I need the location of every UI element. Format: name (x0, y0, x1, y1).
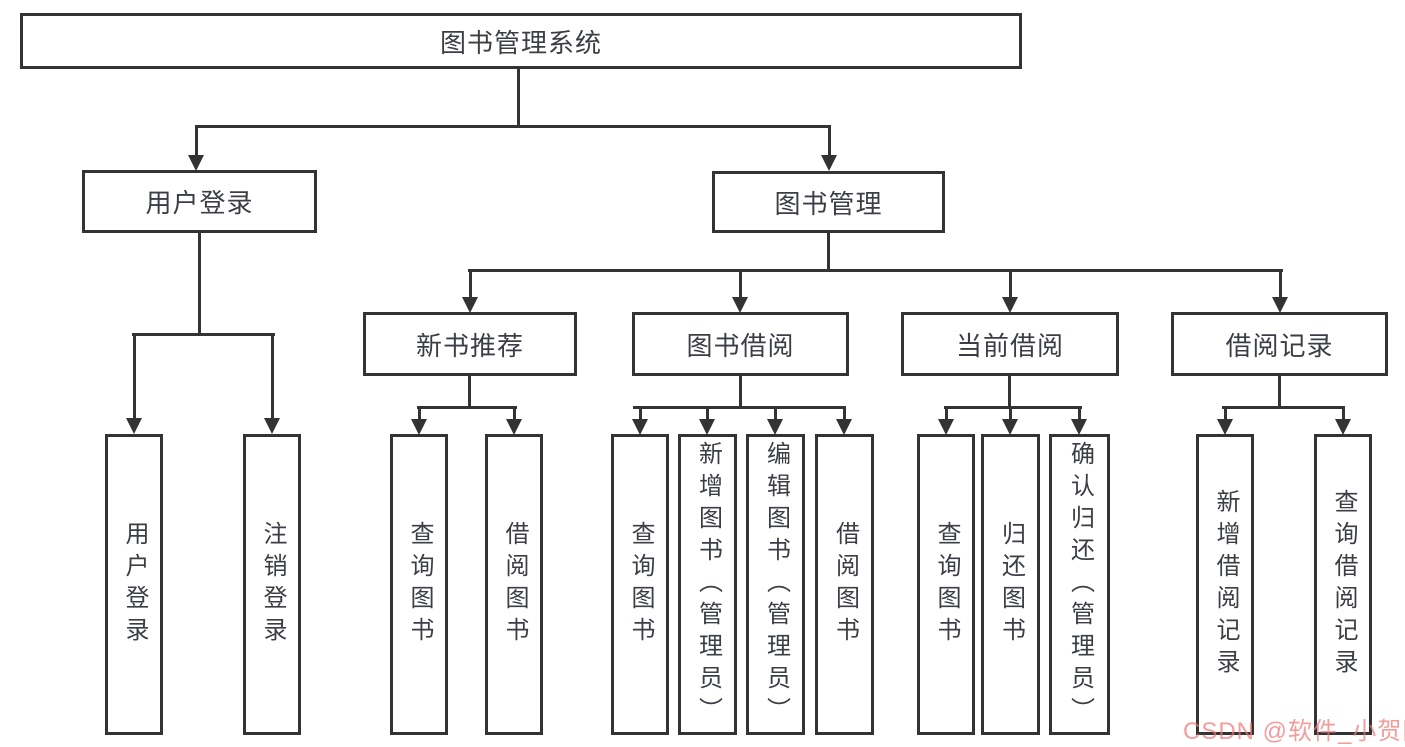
connector-arrow-cb-return (1002, 407, 1019, 435)
connector-new-book-stem (468, 376, 471, 409)
node-borrow-records: 借阅记录 (1171, 312, 1388, 376)
connector-records-stem (1278, 376, 1281, 409)
connector-arrow-to-book-mgmt (821, 126, 838, 171)
leaf-borrow-edit-book-admin: 编辑图书（管理员） (746, 434, 805, 735)
node-new-book-recommend: 新书推荐 (363, 312, 577, 376)
connector-book-borrow-stem (739, 376, 742, 409)
connector-arrow-to-new-book (462, 270, 479, 313)
leaf-user-logout: 注销登录 (243, 434, 301, 735)
connector-new-book-rail (417, 406, 517, 409)
leaf-records-add: 新增借阅记录 (1196, 434, 1254, 735)
leaf-records-query: 查询借阅记录 (1314, 434, 1372, 735)
csdn-watermark: CSDN @软件_小贺同学 (1183, 718, 1405, 745)
connector-arrow-bb-query (632, 407, 649, 435)
connector-arrow-to-current-borrow (1002, 270, 1019, 313)
connector-arrow-to-borrow-records (1272, 270, 1289, 313)
connector-root-stem (517, 68, 520, 127)
leaf-borrow-query: 查询图书 (611, 434, 669, 735)
connector-user-login-stem (198, 233, 201, 336)
node-book-management: 图书管理 (712, 171, 945, 233)
node-current-borrowing: 当前借阅 (901, 312, 1119, 376)
connector-book-mgmt-rail (468, 269, 1283, 272)
connector-arrow-to-book-borrow (732, 270, 749, 313)
connector-current-borrow-stem (1008, 376, 1011, 409)
leaf-current-return-label: 归还图书 (997, 520, 1025, 649)
leaf-user-login-label: 用户登录 (121, 520, 148, 649)
leaf-records-query-label: 查询借阅记录 (1330, 488, 1357, 681)
connector-level1-rail (195, 125, 831, 128)
connector-arrow-cb-confirm (1071, 407, 1088, 435)
connector-arrow-to-user-login (188, 126, 205, 171)
connector-book-mgmt-stem (827, 233, 830, 272)
connector-arrow-cb-query (938, 407, 955, 435)
leaf-current-return: 归还图书 (981, 434, 1040, 735)
connector-arrow-nb-query (411, 407, 428, 435)
leaf-borrow-edit-book-admin-label: 编辑图书（管理员） (762, 440, 790, 729)
connector-user-login-rail (132, 333, 275, 336)
leaf-current-confirm-return-admin-label: 确认归还（管理员） (1066, 440, 1094, 729)
leaf-newbook-query-label: 查询图书 (406, 520, 433, 649)
leaf-newbook-query: 查询图书 (390, 434, 448, 735)
leaf-borrow-borrow-book: 借阅图书 (815, 434, 874, 735)
leaf-current-query-label: 查询图书 (933, 520, 960, 649)
connector-current-borrow-rail (944, 406, 1082, 409)
connector-arrow-rec-add (1217, 407, 1234, 435)
connector-arrow-rec-query (1335, 407, 1352, 435)
leaf-records-add-label: 新增借阅记录 (1212, 488, 1239, 681)
leaf-user-logout-label: 注销登录 (259, 520, 286, 649)
leaf-user-login: 用户登录 (105, 434, 163, 735)
leaf-borrow-query-label: 查询图书 (627, 520, 654, 649)
node-user-login: 用户登录 (82, 170, 317, 233)
connector-arrow-bb-add (699, 407, 716, 435)
connector-arrow-to-login-leaf (126, 334, 143, 434)
connector-arrow-bb-borrow (836, 407, 853, 435)
node-root-library-system: 图书管理系统 (20, 13, 1022, 69)
leaf-current-query: 查询图书 (917, 434, 975, 735)
leaf-current-confirm-return-admin: 确认归还（管理员） (1049, 434, 1110, 735)
leaf-newbook-borrow: 借阅图书 (485, 434, 543, 735)
connector-records-rail (1222, 406, 1345, 409)
connector-arrow-bb-edit (767, 407, 784, 435)
connector-arrow-nb-borrow (506, 407, 523, 435)
leaf-newbook-borrow-label: 借阅图书 (501, 520, 528, 649)
leaf-borrow-add-book-admin-label: 新增图书（管理员） (694, 440, 722, 729)
node-book-borrowing: 图书借阅 (632, 312, 849, 376)
leaf-borrow-add-book-admin: 新增图书（管理员） (678, 434, 737, 735)
connector-book-borrow-rail (633, 406, 846, 409)
leaf-borrow-borrow-book-label: 借阅图书 (831, 520, 859, 649)
connector-arrow-to-logout-leaf (264, 334, 281, 434)
